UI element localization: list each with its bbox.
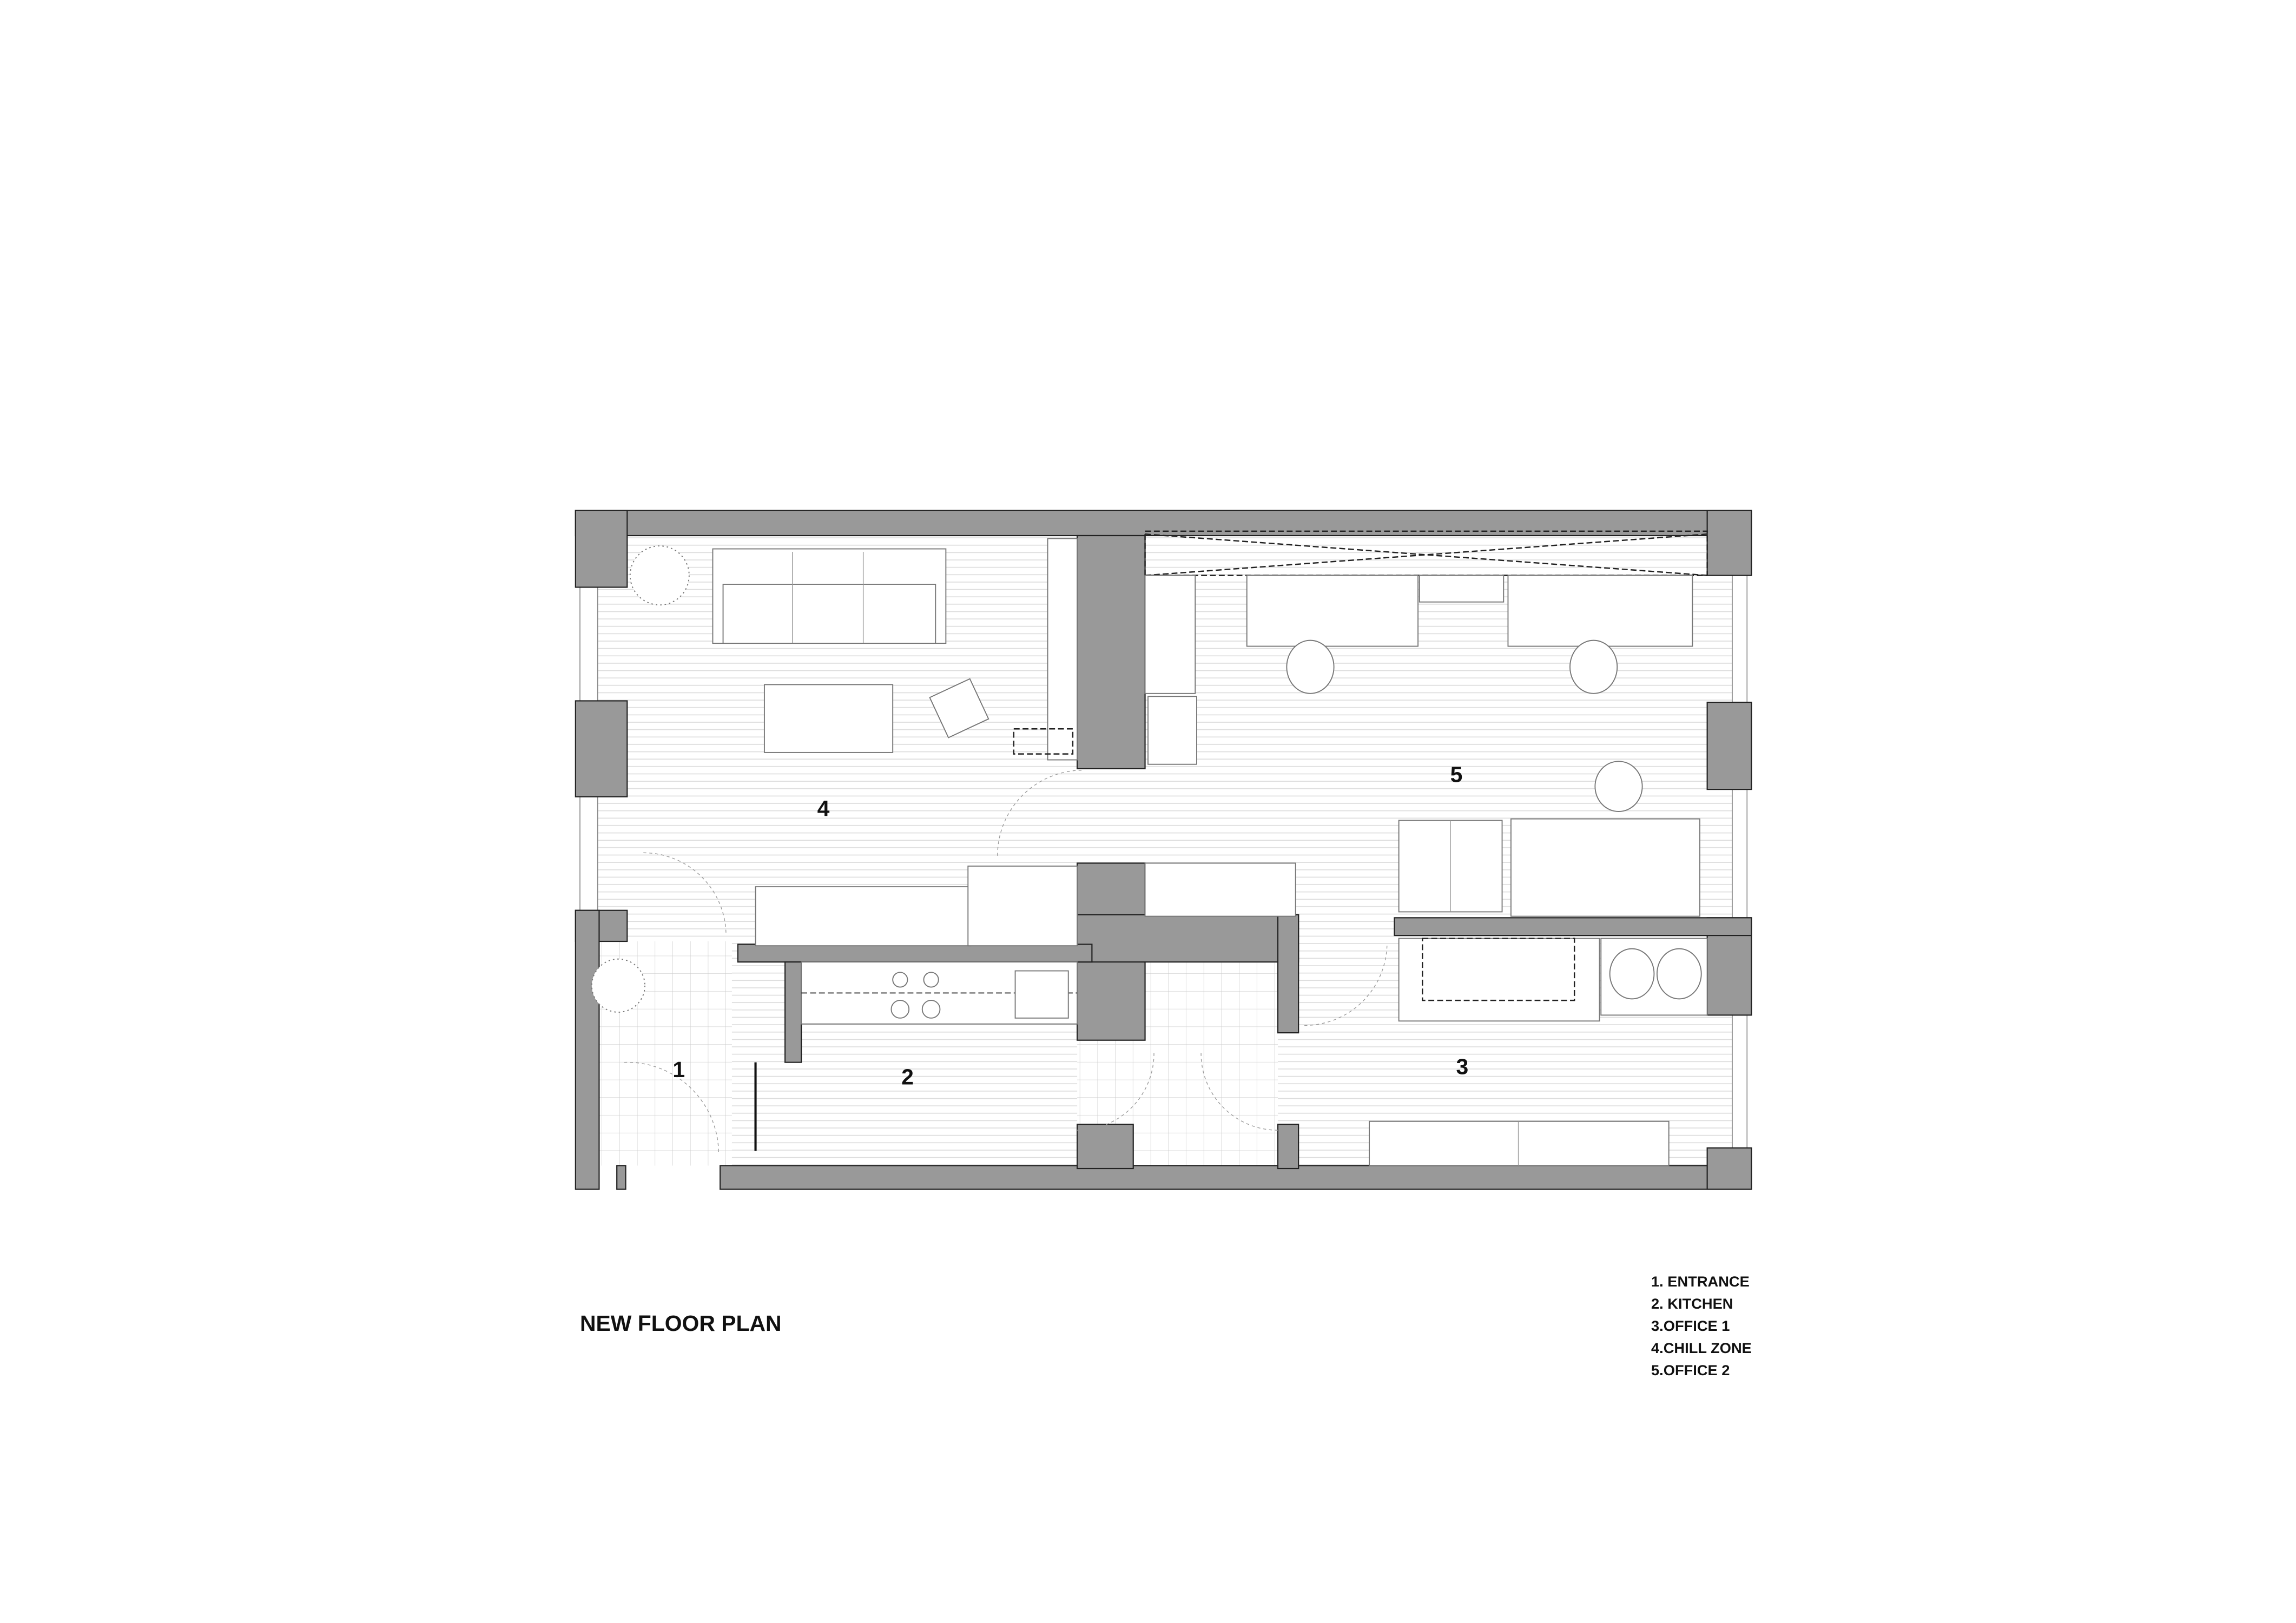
office1-furniture: [1369, 938, 1708, 1166]
legend: 1. ENTRANCE 2. KITCHEN 3.OFFICE 1 4.CHIL…: [1651, 1273, 1752, 1378]
room-number-1: 1: [672, 1057, 685, 1082]
room-number-5: 5: [1450, 762, 1463, 787]
kitchen-counter: [801, 961, 1078, 1025]
door-swings: [624, 769, 1388, 1154]
legend-item: 5.OFFICE 2: [1651, 1362, 1730, 1378]
room-number-4: 4: [817, 796, 830, 821]
desks: [1246, 575, 1700, 917]
room-number-3: 3: [1456, 1054, 1469, 1079]
shelves: [755, 862, 1296, 947]
storage-boxes: [1144, 530, 1708, 765]
plant-icon: [591, 958, 645, 1013]
legend-item: 2. KITCHEN: [1651, 1295, 1733, 1312]
legend-item: 1. ENTRANCE: [1651, 1273, 1750, 1290]
sofa: [712, 548, 947, 644]
sink-icon: [1014, 970, 1069, 1019]
plant-icon: [629, 545, 690, 606]
armchair: [929, 678, 989, 738]
legend-item: 4.CHILL ZONE: [1651, 1340, 1752, 1356]
furniture: [591, 530, 1708, 1166]
room-number-2: 2: [901, 1065, 914, 1090]
office-chairs: [1286, 639, 1643, 812]
legend-item: 3.OFFICE 1: [1651, 1317, 1730, 1334]
windows: [579, 575, 1748, 1149]
coffee-table: [763, 684, 894, 753]
plan-title: NEW FLOOR PLAN: [580, 1311, 782, 1336]
